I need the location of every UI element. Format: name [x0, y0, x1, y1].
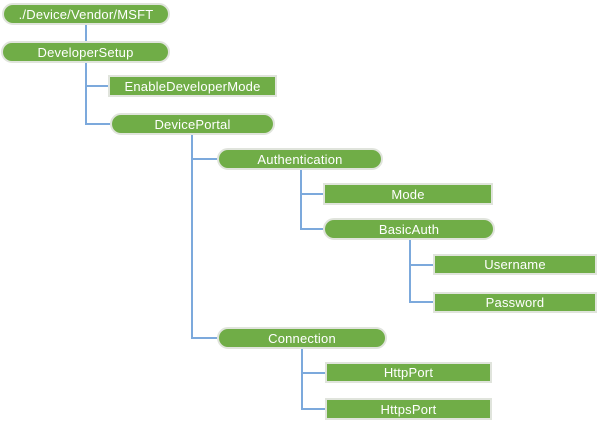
- node-connection: Connection: [217, 327, 387, 349]
- connector-to-password: [409, 301, 433, 303]
- connector-to-authentication: [191, 158, 217, 160]
- node-developersetup: DeveloperSetup: [1, 41, 170, 63]
- connector-to-httpsport: [301, 408, 325, 410]
- connector-connection-trunk: [301, 349, 303, 410]
- connector-root-to-developersetup: [85, 25, 87, 41]
- connector-to-basicauth: [300, 228, 323, 230]
- connector-deviceportal-trunk: [191, 135, 193, 339]
- connector-developersetup-trunk: [85, 63, 87, 125]
- node-basicauth: BasicAuth: [323, 218, 495, 240]
- connector-to-username: [409, 264, 433, 266]
- node-mode: Mode: [323, 183, 493, 205]
- node-authentication: Authentication: [217, 148, 383, 170]
- node-httpsport: HttpsPort: [325, 398, 492, 420]
- node-username: Username: [433, 254, 597, 275]
- connector-basicauth-trunk: [409, 240, 411, 303]
- connector-to-deviceportal: [85, 123, 110, 125]
- connector-to-mode: [300, 193, 323, 195]
- node-httpport: HttpPort: [325, 362, 492, 383]
- connector-to-connection: [191, 337, 217, 339]
- node-device-vendor-msft: ./Device/Vendor/MSFT: [2, 3, 170, 25]
- node-enabledevelopermode: EnableDeveloperMode: [108, 75, 277, 97]
- node-deviceportal: DevicePortal: [110, 113, 275, 135]
- connector-authentication-trunk: [300, 170, 302, 230]
- node-password: Password: [433, 292, 597, 313]
- connector-to-enabledevelopermode: [85, 85, 108, 87]
- connector-to-httpport: [301, 372, 325, 374]
